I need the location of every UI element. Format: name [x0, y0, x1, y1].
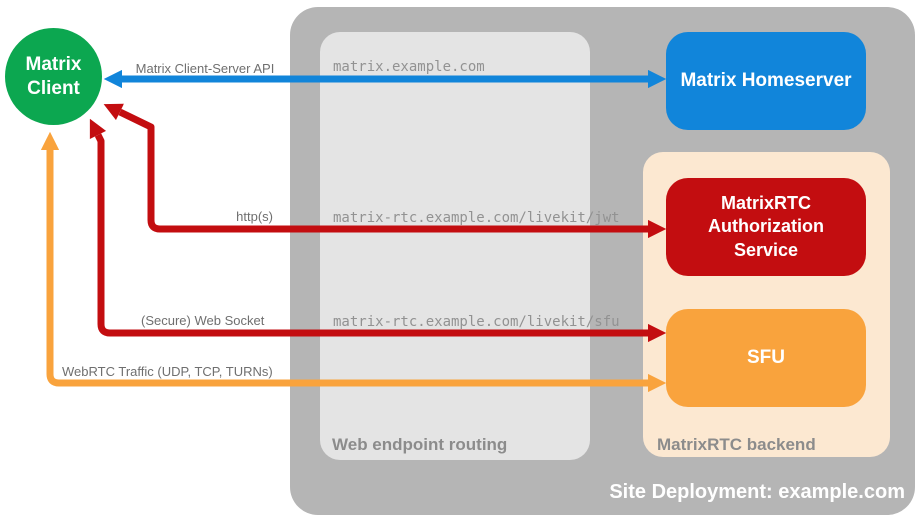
matrixrtc-authorization-service-label: MatrixRTC Authorization Service	[708, 192, 824, 260]
matrix-client-label: Matrix Client	[25, 53, 82, 99]
matrix-endpoint-url: matrix.example.com	[333, 59, 485, 75]
matrixrtc-authorization-service-node: MatrixRTC Authorization Service	[666, 178, 866, 276]
http-edge-label: http(s)	[236, 209, 273, 224]
livekit-sfu-endpoint-url: matrix-rtc.example.com/livekit/sfu	[333, 314, 620, 330]
sfu-label: SFU	[747, 347, 785, 368]
web-endpoint-routing-label: Web endpoint routing	[332, 435, 508, 454]
site-deployment-title: Site Deployment: example.com	[609, 481, 905, 503]
web-endpoint-routing-container	[320, 32, 590, 460]
websocket-edge-label: (Secure) Web Socket	[141, 313, 265, 328]
webrtc-edge-label: WebRTC Traffic (UDP, TCP, TURNs)	[62, 364, 273, 379]
matrixrtc-backend-label: MatrixRTC backend	[657, 435, 816, 454]
livekit-jwt-endpoint-url: matrix-rtc.example.com/livekit/jwt	[333, 210, 620, 226]
matrix-homeserver-label: Matrix Homeserver	[680, 70, 852, 91]
sfu-node: SFU	[666, 309, 866, 407]
matrix-homeserver-node: Matrix Homeserver	[666, 32, 866, 130]
client-server-api-edge-label: Matrix Client-Server API	[135, 61, 275, 76]
matrix-client-node: Matrix Client	[5, 28, 102, 125]
